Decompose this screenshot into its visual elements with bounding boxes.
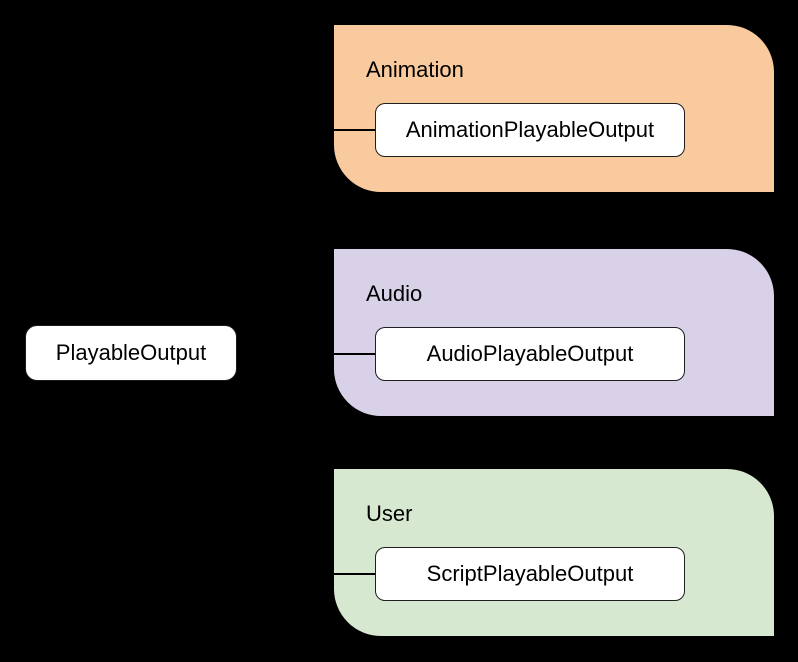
group-user-label: User	[366, 501, 413, 526]
animation-playable-output-node: AnimationPlayableOutput	[375, 103, 685, 157]
group-audio: Audio AudioPlayableOutput	[333, 248, 775, 417]
connector-line	[334, 573, 377, 575]
group-animation: Animation AnimationPlayableOutput	[333, 24, 775, 193]
connector-line	[334, 129, 377, 131]
group-animation-label: Animation	[366, 57, 464, 82]
audio-playable-output-label: AudioPlayableOutput	[426, 341, 634, 366]
group-audio-label: Audio	[366, 281, 423, 306]
playable-output-node-label: PlayableOutput	[55, 340, 207, 365]
script-playable-output-label: ScriptPlayableOutput	[426, 561, 634, 586]
playable-output-node: PlayableOutput	[25, 325, 237, 381]
connector-line	[334, 353, 377, 355]
group-user: User ScriptPlayableOutput	[333, 468, 775, 637]
script-playable-output-node: ScriptPlayableOutput	[375, 547, 685, 601]
animation-playable-output-label: AnimationPlayableOutput	[405, 117, 655, 142]
audio-playable-output-node: AudioPlayableOutput	[375, 327, 685, 381]
